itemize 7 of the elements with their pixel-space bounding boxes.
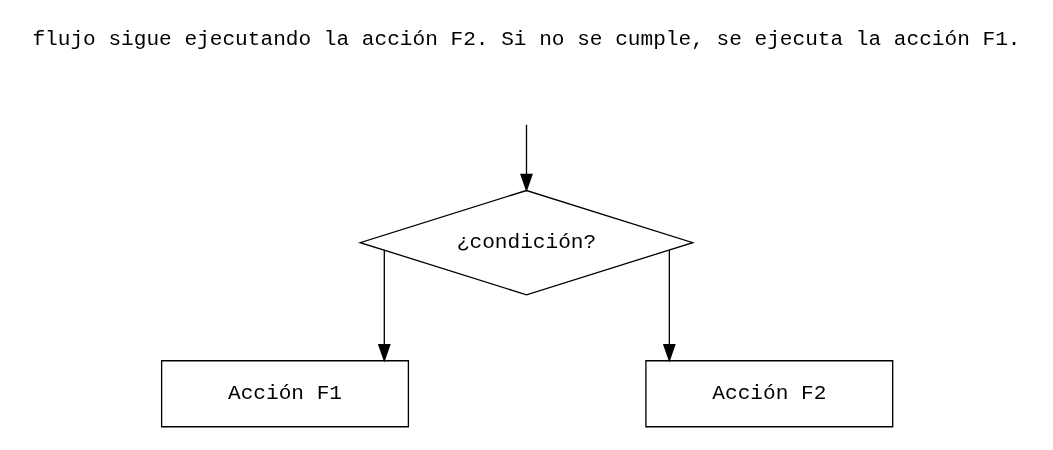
arrow [662,249,676,363]
arrow [520,124,533,193]
node-box: Acción F1 [160,360,410,428]
arrow [377,249,391,363]
label: flujo sigue ejecutando la acción F2. Si no se cumple, se ejecuta la acción F1. [32,27,1021,52]
node-diamond: ¿condición? [358,189,695,296]
node-box: Acción F2 [645,360,894,428]
